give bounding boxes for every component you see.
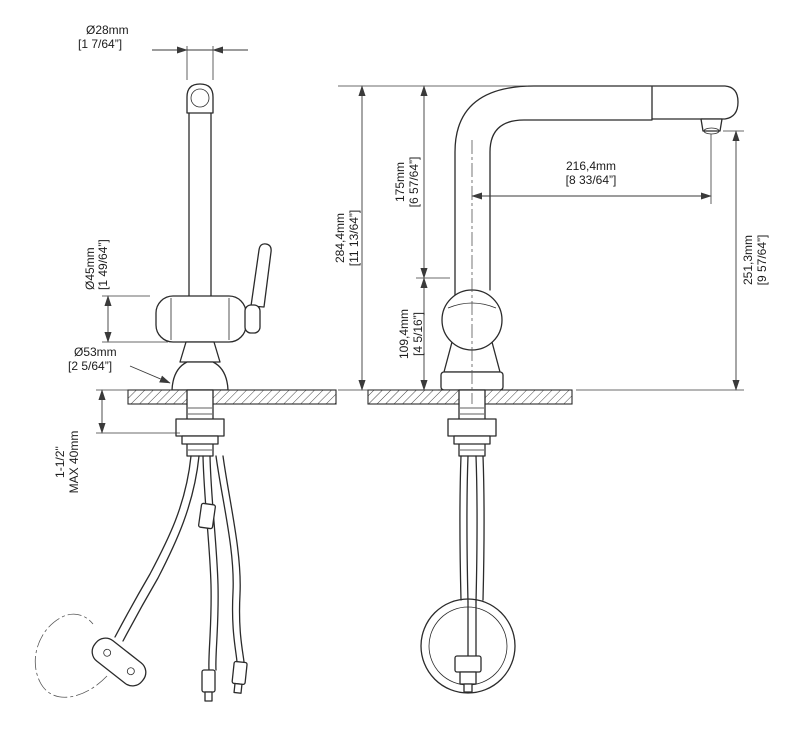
shank-threads [188, 407, 212, 451]
spout-inner-profile [489, 119, 653, 291]
dim-251-label-in: [9 57/64”] [755, 235, 769, 286]
pullout-hose [114, 455, 192, 638]
side-hose-fitting-2 [459, 671, 477, 685]
dim-counter-label-1: 1-1/2'' [53, 446, 67, 478]
side-hose-4 [482, 455, 485, 601]
supply-hose-mid-2 [209, 455, 219, 671]
supply-hose-mid [202, 455, 212, 671]
aerator [703, 127, 720, 135]
hose-connector-right [231, 660, 248, 694]
hose-connector-mid-cap [204, 691, 213, 702]
side-shank-threads [460, 407, 484, 451]
hose-fitting-body [198, 502, 216, 530]
dim-45-label-in: [1 49/64”] [96, 239, 110, 290]
mounting-washer [181, 435, 219, 445]
body-seams [170, 298, 230, 340]
front-view: Ø28mm [1 7/64”] Ø45mm [1 49/64”] Ø53mm [… [34, 23, 337, 702]
countertop-left [127, 389, 337, 405]
pullout-hose-path-centerline [34, 613, 108, 698]
pullout-hose-2 [122, 455, 200, 642]
handle-stub [244, 304, 261, 334]
faucet-neck [188, 112, 212, 297]
body-base-junction [179, 341, 221, 363]
dim-284-label-mm: 284,4mm [333, 213, 347, 263]
dim-216-label-mm: 216,4mm [566, 159, 616, 173]
dim-175-label-mm: 175mm [393, 162, 407, 202]
spout-outer-profile [454, 85, 739, 353]
supply-hose-right [215, 455, 238, 663]
dim-109-label-in: [4 5/16”] [411, 312, 425, 356]
weight-screw-2 [126, 667, 135, 676]
dim-counter-label-2: MAX 40mm [67, 431, 81, 494]
dim-284-label-in: [11 13/64”] [347, 210, 361, 266]
hose-connector-right-cap [233, 682, 243, 694]
faucet-body [155, 295, 247, 343]
dim-216-label-in: [8 33/64”] [566, 173, 617, 187]
hose-weight [91, 637, 147, 687]
side-hose-2 [466, 455, 469, 603]
supply-hose-right-2 [222, 455, 245, 663]
dim-109-label-mm: 109,4mm [397, 309, 411, 359]
side-mounting-washer [453, 435, 491, 445]
weight-screw-1 [103, 648, 112, 657]
dim-45-label-mm: Ø45mm [83, 247, 97, 290]
spray-outlet [700, 118, 723, 132]
handle-lever [250, 243, 272, 308]
dim-28-label-mm: Ø28mm [86, 23, 129, 37]
dim-28-label-in: [1 7/64”] [78, 37, 122, 51]
side-view: 284,4mm [11 13/64”] 175mm [6 57/64”] 109… [333, 85, 769, 694]
mounting-nut [175, 418, 225, 437]
dim-251-label-mm: 251,3mm [741, 235, 755, 285]
side-hose-1 [459, 455, 462, 601]
hose-connector-mid [201, 669, 216, 693]
side-mounting-nut [447, 418, 497, 437]
base-escutcheon [171, 361, 229, 391]
side-hose-through-loop [467, 601, 477, 657]
dim-53-label-in: [2 5/64”] [68, 359, 112, 373]
dim-175-label-in: [6 57/64”] [407, 157, 421, 208]
side-hose-fitting-cap [463, 683, 473, 693]
dim-53-label-mm: Ø53mm [74, 345, 117, 359]
top-cap-detail [190, 88, 210, 108]
hose-connector-right-body [231, 660, 248, 686]
hose-fitting [198, 502, 216, 530]
side-hose-3 [475, 455, 478, 603]
dim-28-ext [186, 46, 214, 80]
dim-53-leader [129, 365, 171, 384]
hose-weight-body [91, 637, 147, 687]
side-hose-fitting [454, 655, 482, 673]
